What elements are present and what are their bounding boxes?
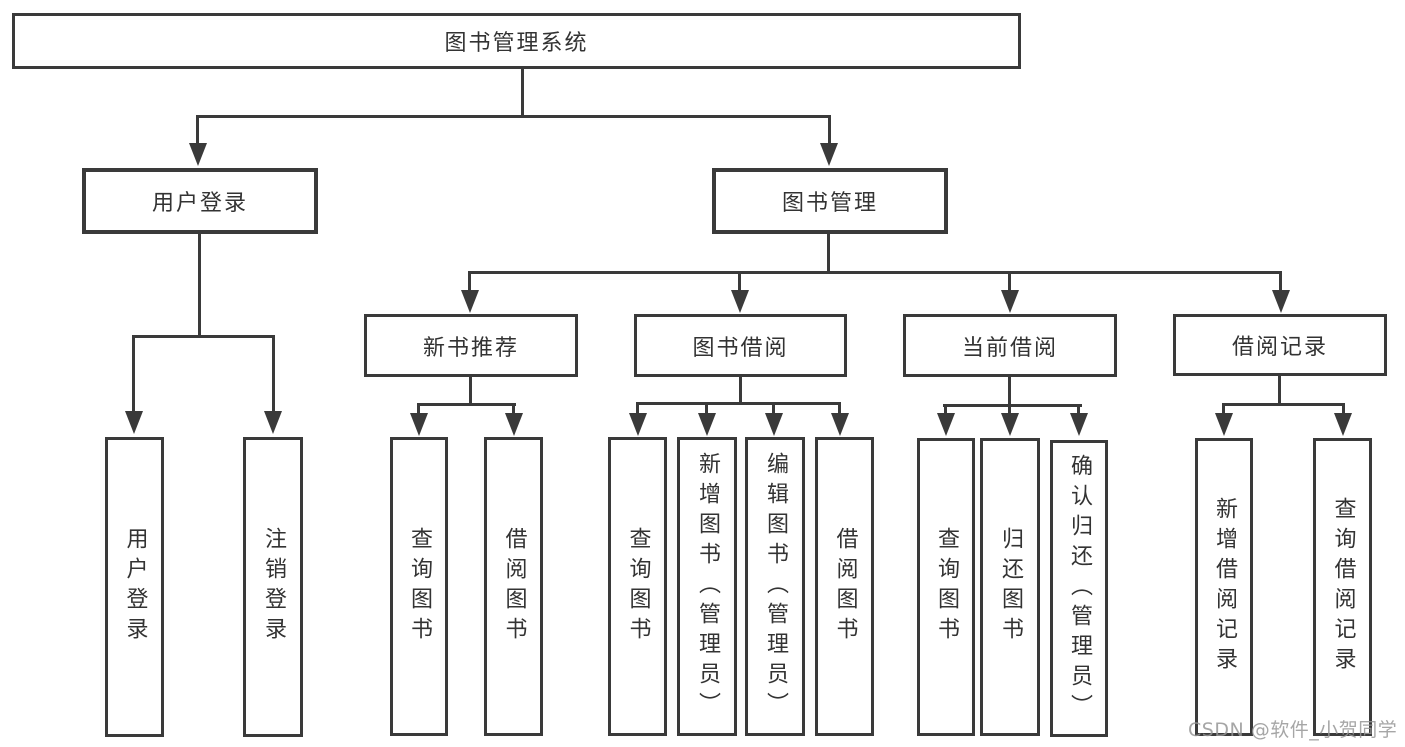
connector-drop-login-action bbox=[132, 338, 135, 411]
watermark-text: CSDN @软件_小贺同学 bbox=[1188, 719, 1398, 741]
node-logout: 注销登录 bbox=[243, 437, 303, 737]
arrowhead-down bbox=[831, 413, 849, 436]
connector-stub bbox=[1077, 407, 1080, 414]
node-add-book-admin: 新增图书（管理员） bbox=[677, 437, 737, 736]
node-add-borrow-record: 新增借阅记录 bbox=[1195, 438, 1253, 736]
connector-stub bbox=[1008, 407, 1011, 414]
arrowhead-down bbox=[1334, 413, 1352, 436]
arrowhead-down bbox=[410, 413, 428, 436]
connector-drop-current-borrow bbox=[1008, 274, 1011, 292]
node-return-books: 归还图书 bbox=[980, 438, 1040, 736]
connector-level3-bar bbox=[468, 271, 1282, 274]
connector-drop-user-login bbox=[196, 118, 199, 146]
node-new-book-recommend-label: 新书推荐 bbox=[422, 335, 519, 361]
node-confirm-return-admin-label: 确认归还（管理员） bbox=[1067, 453, 1092, 724]
node-add-book-admin-label: 新增图书（管理员） bbox=[695, 451, 720, 722]
arrowhead-down bbox=[937, 413, 955, 436]
node-new-book-recommend: 新书推荐 bbox=[364, 314, 578, 377]
connector-drop-book-management bbox=[828, 118, 831, 146]
node-query-borrow-record-label: 查询借阅记录 bbox=[1330, 497, 1356, 677]
connector-new-book-bar bbox=[417, 403, 516, 406]
node-logout-label: 注销登录 bbox=[261, 527, 286, 647]
connector-root-trunk bbox=[521, 68, 524, 118]
connector-drop-borrow-records bbox=[1279, 274, 1282, 292]
connector-user-login-trunk bbox=[198, 233, 201, 338]
connector-new-book-trunk bbox=[469, 377, 472, 405]
node-borrow-books-action: 借阅图书 bbox=[815, 437, 874, 736]
connector-borrow-records-trunk bbox=[1278, 376, 1281, 406]
connector-book-management-trunk bbox=[827, 233, 830, 274]
node-user-login-label: 用户登录 bbox=[151, 191, 248, 216]
connector-stub bbox=[636, 405, 639, 414]
node-edit-book-admin-label: 编辑图书（管理员） bbox=[763, 451, 788, 722]
connector-book-borrow-trunk bbox=[739, 377, 742, 404]
node-book-borrow-label: 图书借阅 bbox=[692, 335, 789, 361]
connector-current-borrow-bar bbox=[943, 404, 1082, 407]
arrowhead-down bbox=[1070, 413, 1088, 436]
connector-stub bbox=[772, 405, 775, 414]
node-query-borrow-record: 查询借阅记录 bbox=[1313, 438, 1372, 736]
node-query-books-current: 查询图书 bbox=[917, 438, 975, 736]
connector-drop-logout bbox=[272, 338, 275, 411]
node-query-books-current-label: 查询图书 bbox=[934, 527, 959, 647]
node-root-label: 图书管理系统 bbox=[444, 31, 589, 56]
node-borrow-books-recommend-label: 借阅图书 bbox=[501, 526, 527, 647]
arrowhead-down bbox=[1215, 413, 1233, 436]
connector-stub bbox=[705, 405, 708, 414]
connector-user-login-bar bbox=[132, 335, 275, 338]
node-borrow-books-action-label: 借阅图书 bbox=[832, 526, 858, 647]
arrowhead-down bbox=[461, 290, 479, 313]
connector-drop-new-book bbox=[468, 274, 471, 292]
connector-stub bbox=[1342, 406, 1345, 414]
node-user-login: 用户登录 bbox=[82, 168, 318, 234]
connector-borrow-records-bar bbox=[1222, 403, 1345, 406]
connector-current-borrow-trunk bbox=[1008, 377, 1011, 406]
node-return-books-label: 归还图书 bbox=[998, 527, 1023, 647]
node-borrow-books-recommend: 借阅图书 bbox=[484, 437, 543, 736]
arrowhead-down bbox=[189, 143, 207, 166]
arrowhead-down bbox=[1001, 413, 1019, 436]
node-current-borrow-label: 当前借阅 bbox=[961, 335, 1058, 361]
connector-book-borrow-bar bbox=[636, 402, 841, 405]
arrowhead-down bbox=[505, 413, 523, 436]
connector-drop-book-borrow bbox=[738, 274, 741, 292]
connector-stub bbox=[512, 406, 515, 414]
node-book-borrow: 图书借阅 bbox=[634, 314, 847, 377]
arrowhead-down bbox=[1272, 290, 1290, 313]
node-current-borrow: 当前借阅 bbox=[903, 314, 1117, 377]
arrowhead-down bbox=[698, 413, 716, 436]
arrowhead-down bbox=[820, 143, 838, 166]
node-query-books-recommend-label: 查询图书 bbox=[407, 526, 432, 647]
node-user-login-action: 用户登录 bbox=[105, 437, 164, 737]
arrowhead-down bbox=[629, 413, 647, 436]
node-query-books-recommend: 查询图书 bbox=[390, 437, 448, 736]
arrowhead-down bbox=[1001, 290, 1019, 313]
node-root: 图书管理系统 bbox=[12, 13, 1021, 69]
arrowhead-down bbox=[731, 290, 749, 313]
connector-stub bbox=[838, 405, 841, 414]
arrowhead-down bbox=[765, 413, 783, 436]
node-edit-book-admin: 编辑图书（管理员） bbox=[745, 437, 805, 736]
node-confirm-return-admin: 确认归还（管理员） bbox=[1050, 440, 1108, 737]
connector-stub bbox=[1222, 406, 1225, 414]
node-user-login-action-label: 用户登录 bbox=[122, 527, 148, 647]
node-query-books-borrow-label: 查询图书 bbox=[625, 526, 651, 647]
arrowhead-down bbox=[125, 411, 143, 434]
arrowhead-down bbox=[264, 411, 282, 434]
connector-stub bbox=[944, 407, 947, 414]
connector-stub bbox=[417, 406, 420, 414]
node-book-management-label: 图书管理 bbox=[781, 191, 878, 216]
node-book-management: 图书管理 bbox=[712, 168, 948, 234]
connector-level2-bar bbox=[196, 115, 831, 118]
node-add-borrow-record-label: 新增借阅记录 bbox=[1212, 497, 1237, 677]
node-borrow-records-label: 借阅记录 bbox=[1231, 335, 1328, 360]
node-borrow-records: 借阅记录 bbox=[1173, 314, 1387, 376]
node-query-books-borrow: 查询图书 bbox=[608, 437, 667, 736]
